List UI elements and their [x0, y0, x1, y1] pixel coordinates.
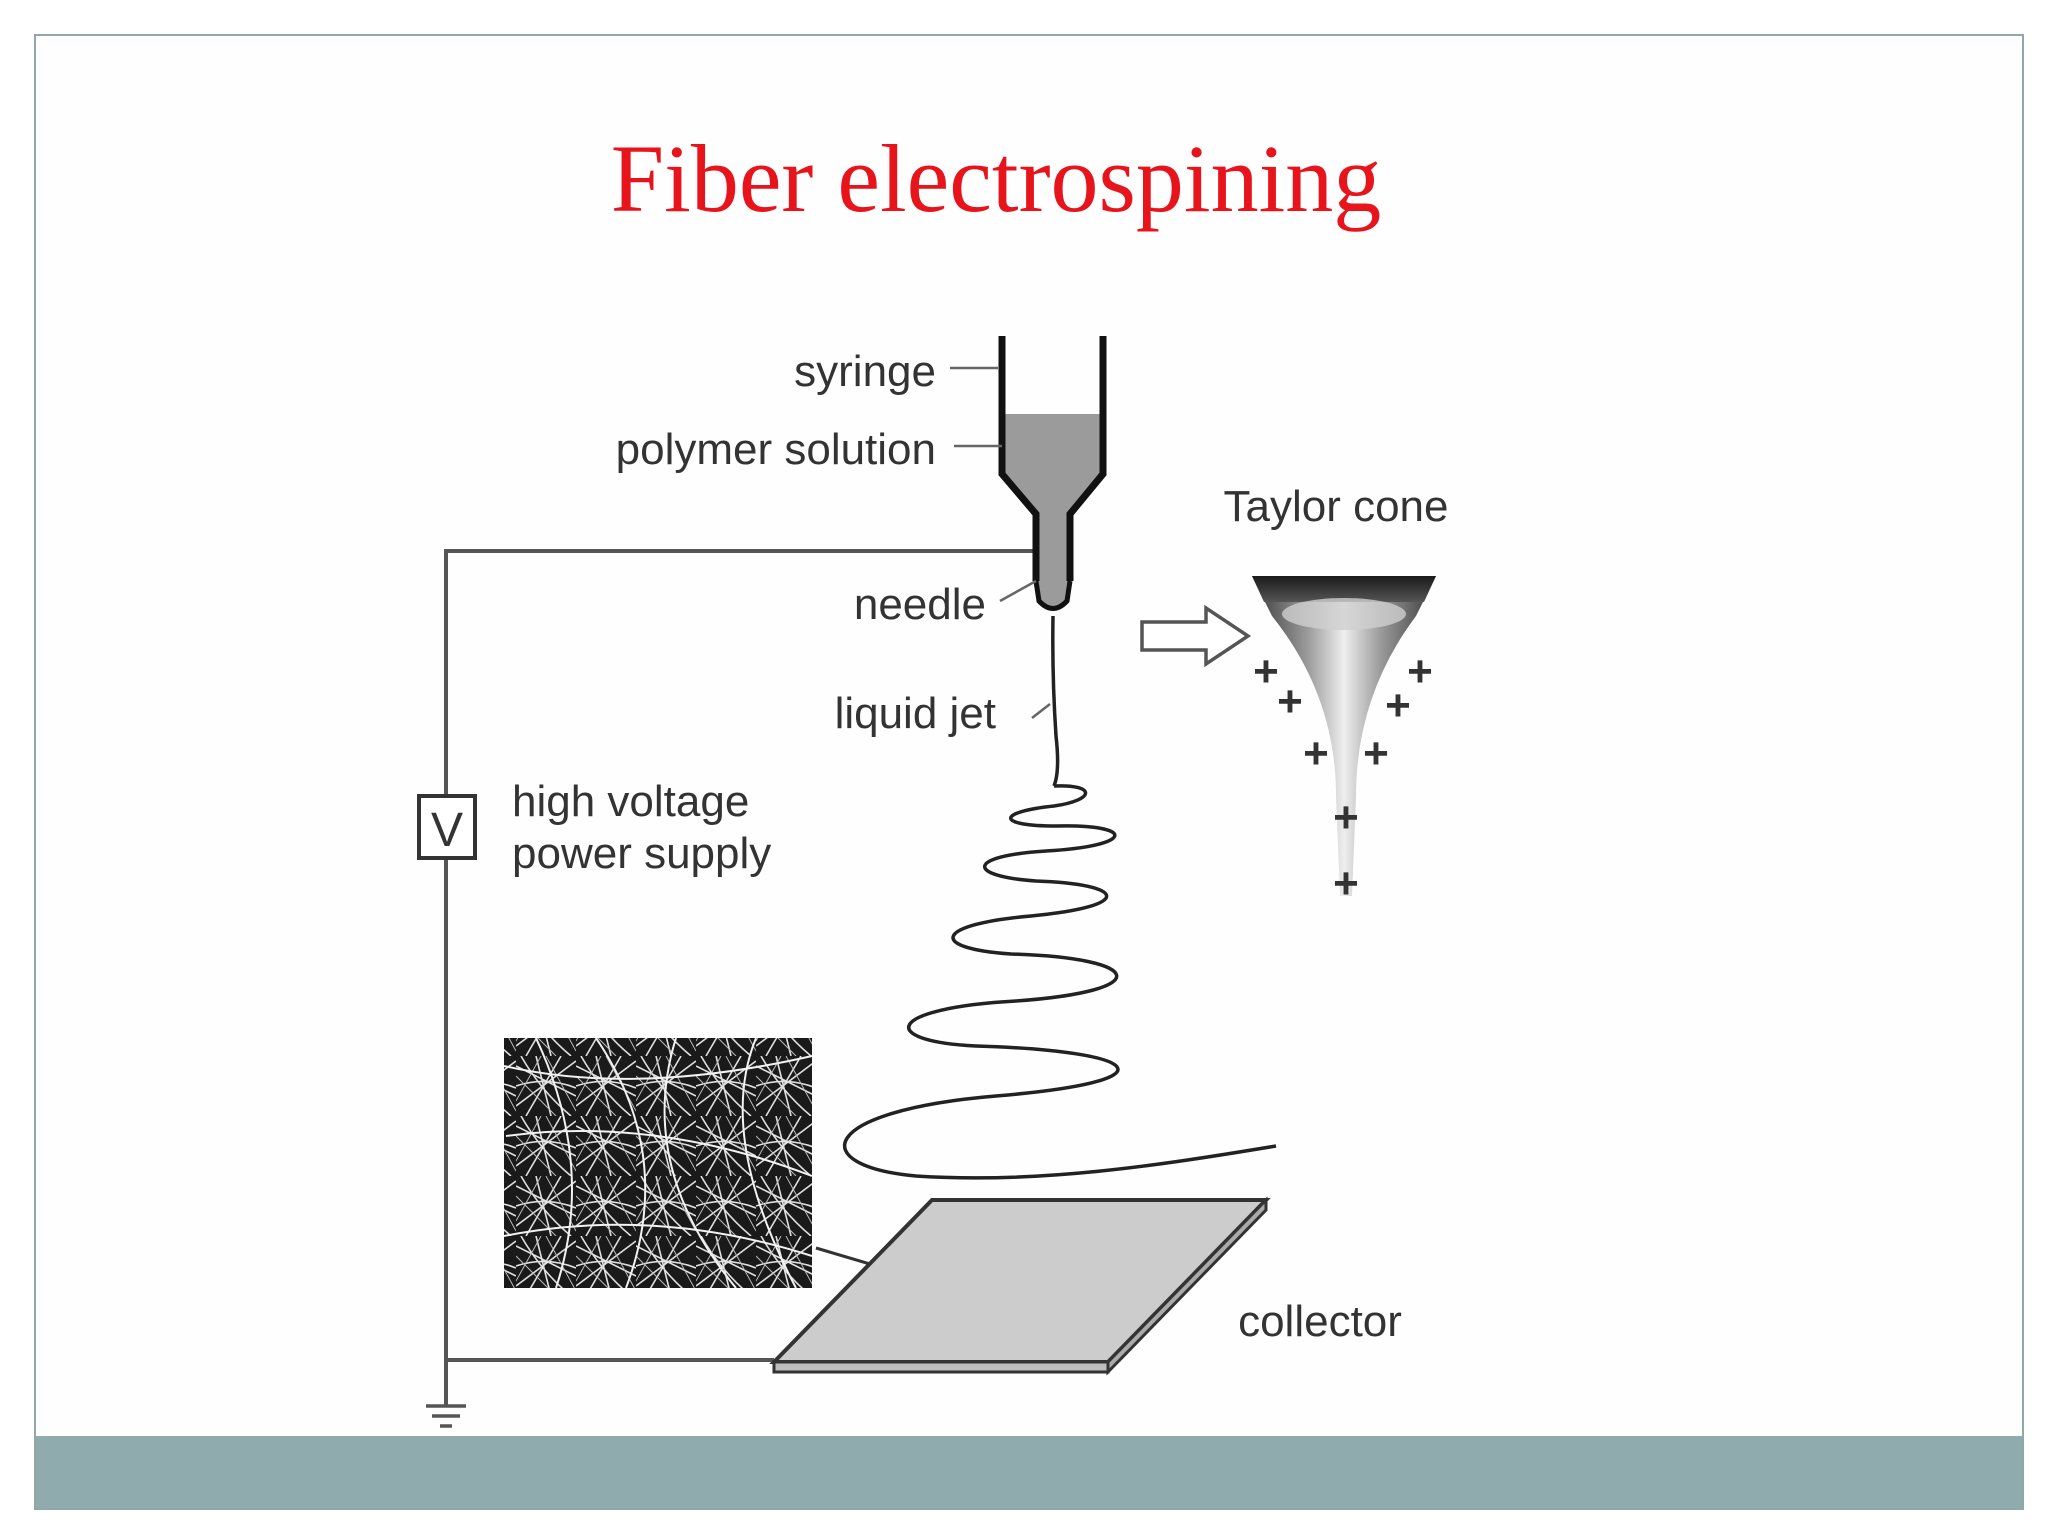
- taylor-cone-label: Taylor cone: [1223, 482, 1448, 531]
- needle-leader-line: [999, 579, 1037, 603]
- collector-plate: [769, 1196, 1271, 1376]
- svg-text:+: +: [1277, 677, 1303, 726]
- svg-text:+: +: [1253, 647, 1279, 696]
- high-voltage-label-line1: high voltage: [512, 777, 749, 826]
- svg-text:+: +: [1333, 859, 1359, 908]
- jet-leader-line: [1031, 703, 1051, 719]
- high-voltage-label-line2: power supply: [512, 829, 771, 878]
- svg-text:+: +: [1407, 647, 1433, 696]
- electrospinning-diagram: V high voltage power supply syringe poly…: [417, 336, 1449, 1428]
- svg-text:V: V: [431, 804, 463, 857]
- needle-label: needle: [854, 580, 986, 629]
- ground-icon: [426, 1404, 466, 1428]
- slide-frame: Fiber electrospining: [34, 34, 2024, 1510]
- svg-text:+: +: [1333, 793, 1359, 842]
- syringe-label: syringe: [794, 347, 936, 396]
- polymer-solution-label: polymer solution: [616, 425, 936, 474]
- svg-text:+: +: [1303, 729, 1329, 778]
- charge-markers: + + + + + + + +: [1253, 647, 1433, 908]
- slide-title: Fiber electrospining: [610, 125, 1382, 232]
- svg-text:+: +: [1363, 729, 1389, 778]
- fiber-mesh-image: [503, 1037, 813, 1289]
- footer-bar: [36, 1436, 2022, 1508]
- arrow-right-icon: [1140, 604, 1252, 668]
- syringe-icon: [998, 336, 1107, 611]
- taylor-cone-icon: [1252, 576, 1436, 896]
- collector-label: collector: [1238, 1297, 1402, 1346]
- circuit-wire: [444, 549, 1048, 1406]
- svg-text:+: +: [1385, 681, 1411, 730]
- voltmeter-icon: V: [417, 794, 477, 860]
- liquid-jet: [842, 615, 1277, 1180]
- liquid-jet-label: liquid jet: [835, 689, 996, 738]
